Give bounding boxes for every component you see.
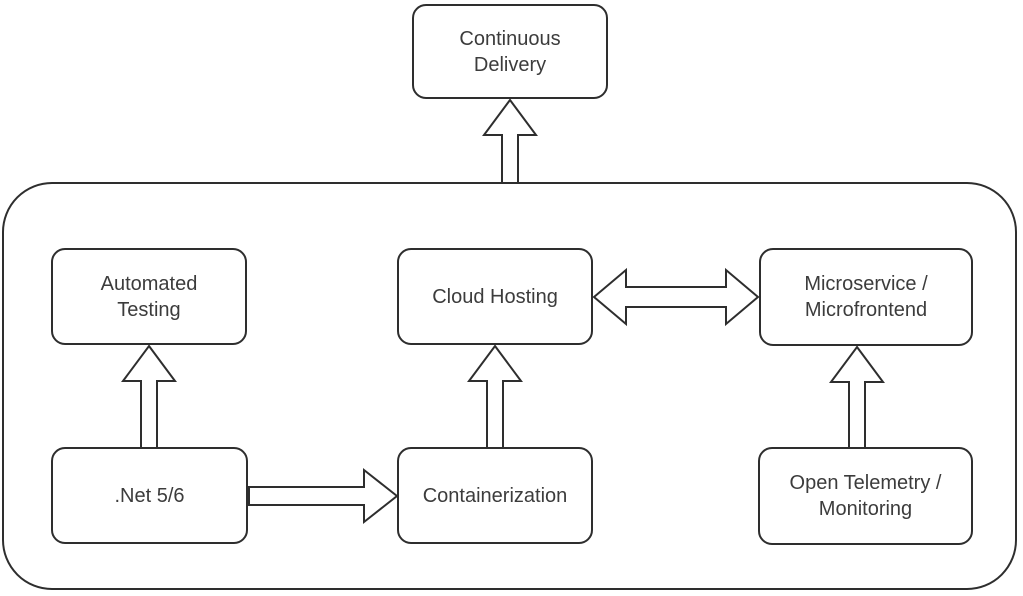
node-label: Containerization [422,484,568,507]
platform-container [2,182,1017,590]
node-label: Cloud Hosting [432,285,558,308]
node-label: Open Telemetry / Monitoring [789,472,942,520]
node-open-telemetry-monitoring: Open Telemetry / Monitoring [758,447,973,545]
node-containerization: Containerization [397,447,593,544]
node-cloud-hosting: Cloud Hosting [397,248,593,345]
node-continuous-delivery: Continuous Delivery [412,4,608,99]
node-net-5-6: .Net 5/6 [51,447,248,544]
node-microservice-microfrontend: Microservice / Microfrontend [759,248,973,346]
node-label: Continuous Delivery [459,27,561,76]
node-label: Automated Testing [100,272,198,321]
node-automated-testing: Automated Testing [51,248,247,345]
arrow-container-to-continuous-delivery-icon [482,98,538,184]
node-label: Microservice / Microfrontend [804,273,928,321]
node-label: .Net 5/6 [114,484,185,507]
